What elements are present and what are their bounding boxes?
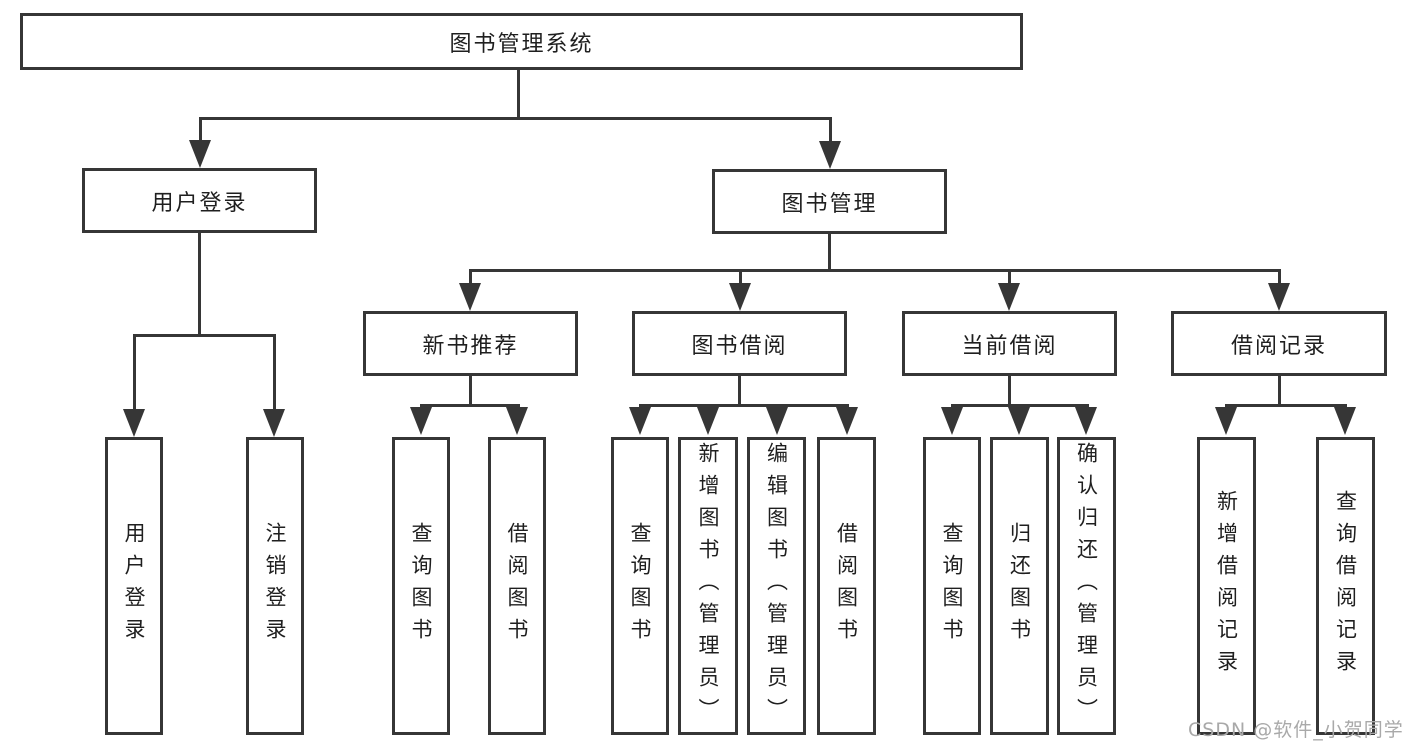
arrow-down-icon xyxy=(729,283,751,311)
arrow-down-icon xyxy=(459,283,481,311)
arrow-down-icon xyxy=(1334,407,1356,435)
connector-hline xyxy=(639,404,849,407)
arrow-down-icon xyxy=(819,141,841,169)
node-book-management: 图书管理 xyxy=(712,169,947,234)
connector-vline xyxy=(1278,376,1281,407)
leaf-add-borrow-record: 新增借阅记录 xyxy=(1197,437,1256,735)
node-library-system: 图书管理系统 xyxy=(20,13,1023,70)
connector-hline xyxy=(133,334,276,337)
arrow-down-icon xyxy=(836,407,858,435)
leaf-query-books-current: 查询图书 xyxy=(923,437,981,735)
connector-vline xyxy=(517,70,520,119)
arrow-down-icon xyxy=(1268,283,1290,311)
leaf-user-login: 用户登录 xyxy=(105,437,163,735)
leaf-label: 确认归还（管理员） xyxy=(1074,442,1099,730)
leaf-label: 归还图书 xyxy=(1007,522,1032,650)
connector-vline xyxy=(829,117,832,143)
connector-vline xyxy=(469,376,472,407)
leaf-label: 查询图书 xyxy=(940,522,964,650)
connector-hline xyxy=(420,404,520,407)
connector-hline xyxy=(199,117,832,120)
leaf-borrow-books-borrowing: 借阅图书 xyxy=(817,437,876,735)
arrow-down-icon xyxy=(189,140,211,168)
connector-vline xyxy=(739,269,742,287)
arrow-down-icon xyxy=(998,283,1020,311)
node-current-borrowing: 当前借阅 xyxy=(902,311,1117,376)
node-book-borrowing: 图书借阅 xyxy=(632,311,847,376)
arrow-down-icon xyxy=(506,407,528,435)
arrow-down-icon xyxy=(941,407,963,435)
leaf-add-books-admin: 新增图书（管理员） xyxy=(678,437,738,735)
leaf-logout: 注销登录 xyxy=(246,437,304,735)
connector-vline xyxy=(1278,269,1281,287)
connector-vline xyxy=(133,334,136,412)
connector-vline xyxy=(199,117,202,143)
leaf-label: 查询图书 xyxy=(628,522,652,650)
leaf-label: 借阅图书 xyxy=(834,522,859,650)
connector-vline xyxy=(273,334,276,412)
arrow-down-icon xyxy=(629,407,651,435)
watermark-text: CSDN @软件_小贺同学 xyxy=(1188,719,1404,741)
connector-vline xyxy=(828,234,831,271)
leaf-label: 查询图书 xyxy=(409,522,433,650)
leaf-borrow-books-recommend: 借阅图书 xyxy=(488,437,546,735)
node-new-book-recommend: 新书推荐 xyxy=(363,311,578,376)
connector-vline xyxy=(469,269,472,287)
leaf-edit-books-admin: 编辑图书（管理员） xyxy=(747,437,806,735)
leaf-label: 用户登录 xyxy=(122,522,146,650)
arrow-down-icon xyxy=(766,407,788,435)
arrow-down-icon xyxy=(1008,407,1030,435)
leaf-confirm-return-admin: 确认归还（管理员） xyxy=(1057,437,1116,735)
leaf-query-borrow-record: 查询借阅记录 xyxy=(1316,437,1375,735)
connector-hline xyxy=(1225,404,1347,407)
arrow-down-icon xyxy=(263,409,285,437)
leaf-label: 新增借阅记录 xyxy=(1214,490,1239,682)
leaf-label: 编辑图书（管理员） xyxy=(764,442,789,730)
leaf-label: 注销登录 xyxy=(263,522,287,650)
connector-vline xyxy=(198,233,201,337)
arrow-down-icon xyxy=(123,409,145,437)
leaf-label: 借阅图书 xyxy=(505,522,529,650)
arrow-down-icon xyxy=(1075,407,1097,435)
arrow-down-icon xyxy=(697,407,719,435)
arrow-down-icon xyxy=(410,407,432,435)
node-user-login: 用户登录 xyxy=(82,168,317,233)
leaf-label: 查询借阅记录 xyxy=(1333,490,1358,682)
connector-vline xyxy=(738,376,741,407)
leaf-query-books-borrowing: 查询图书 xyxy=(611,437,669,735)
connector-vline xyxy=(1008,269,1011,287)
leaf-return-books: 归还图书 xyxy=(990,437,1049,735)
connector-vline xyxy=(1008,376,1011,407)
leaf-label: 新增图书（管理员） xyxy=(696,442,720,730)
node-borrowing-records: 借阅记录 xyxy=(1171,311,1387,376)
arrow-down-icon xyxy=(1215,407,1237,435)
connector-hline xyxy=(469,269,1281,272)
leaf-query-books-recommend: 查询图书 xyxy=(392,437,450,735)
connector-hline xyxy=(951,404,1089,407)
